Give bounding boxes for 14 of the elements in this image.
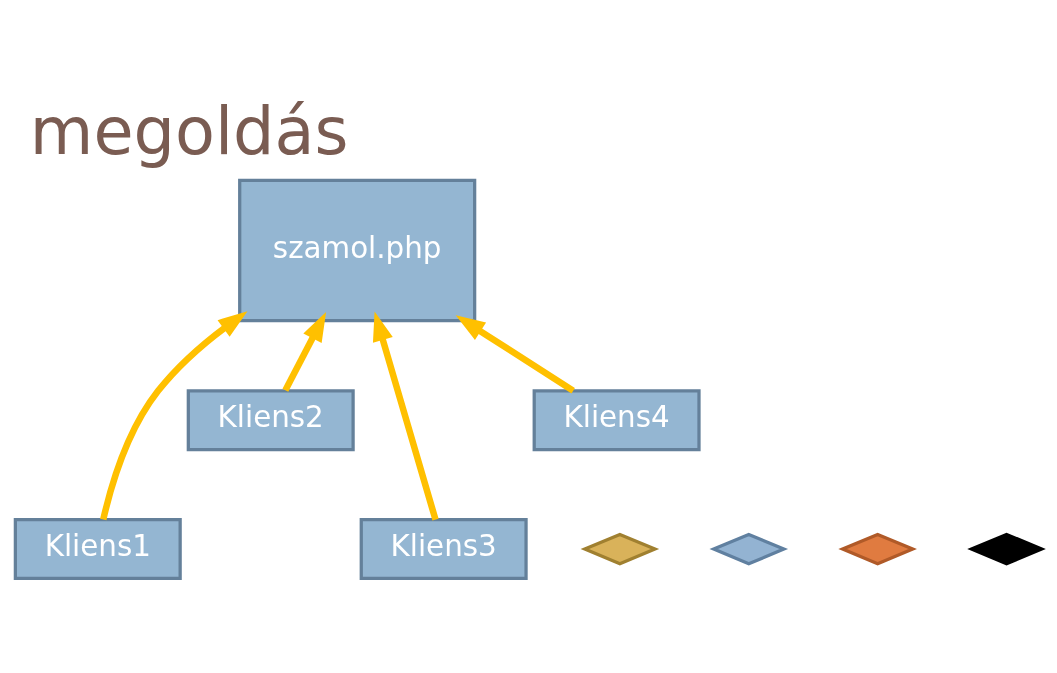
arrow [372,311,439,521]
node-diamond [709,532,789,566]
arrow [100,310,248,520]
node-diamond [580,532,660,566]
node-box: szamol.php [238,178,477,322]
diagram-title: megoldás [29,92,349,169]
arrow [282,311,327,392]
node-box: Kliens3 [359,517,528,580]
node-diamond [838,532,917,566]
node-box: Kliens1 [13,517,182,580]
node-box: Kliens2 [186,388,355,451]
node-diamond [967,532,1046,566]
node-box: Kliens4 [532,388,701,451]
arrow [455,314,575,393]
